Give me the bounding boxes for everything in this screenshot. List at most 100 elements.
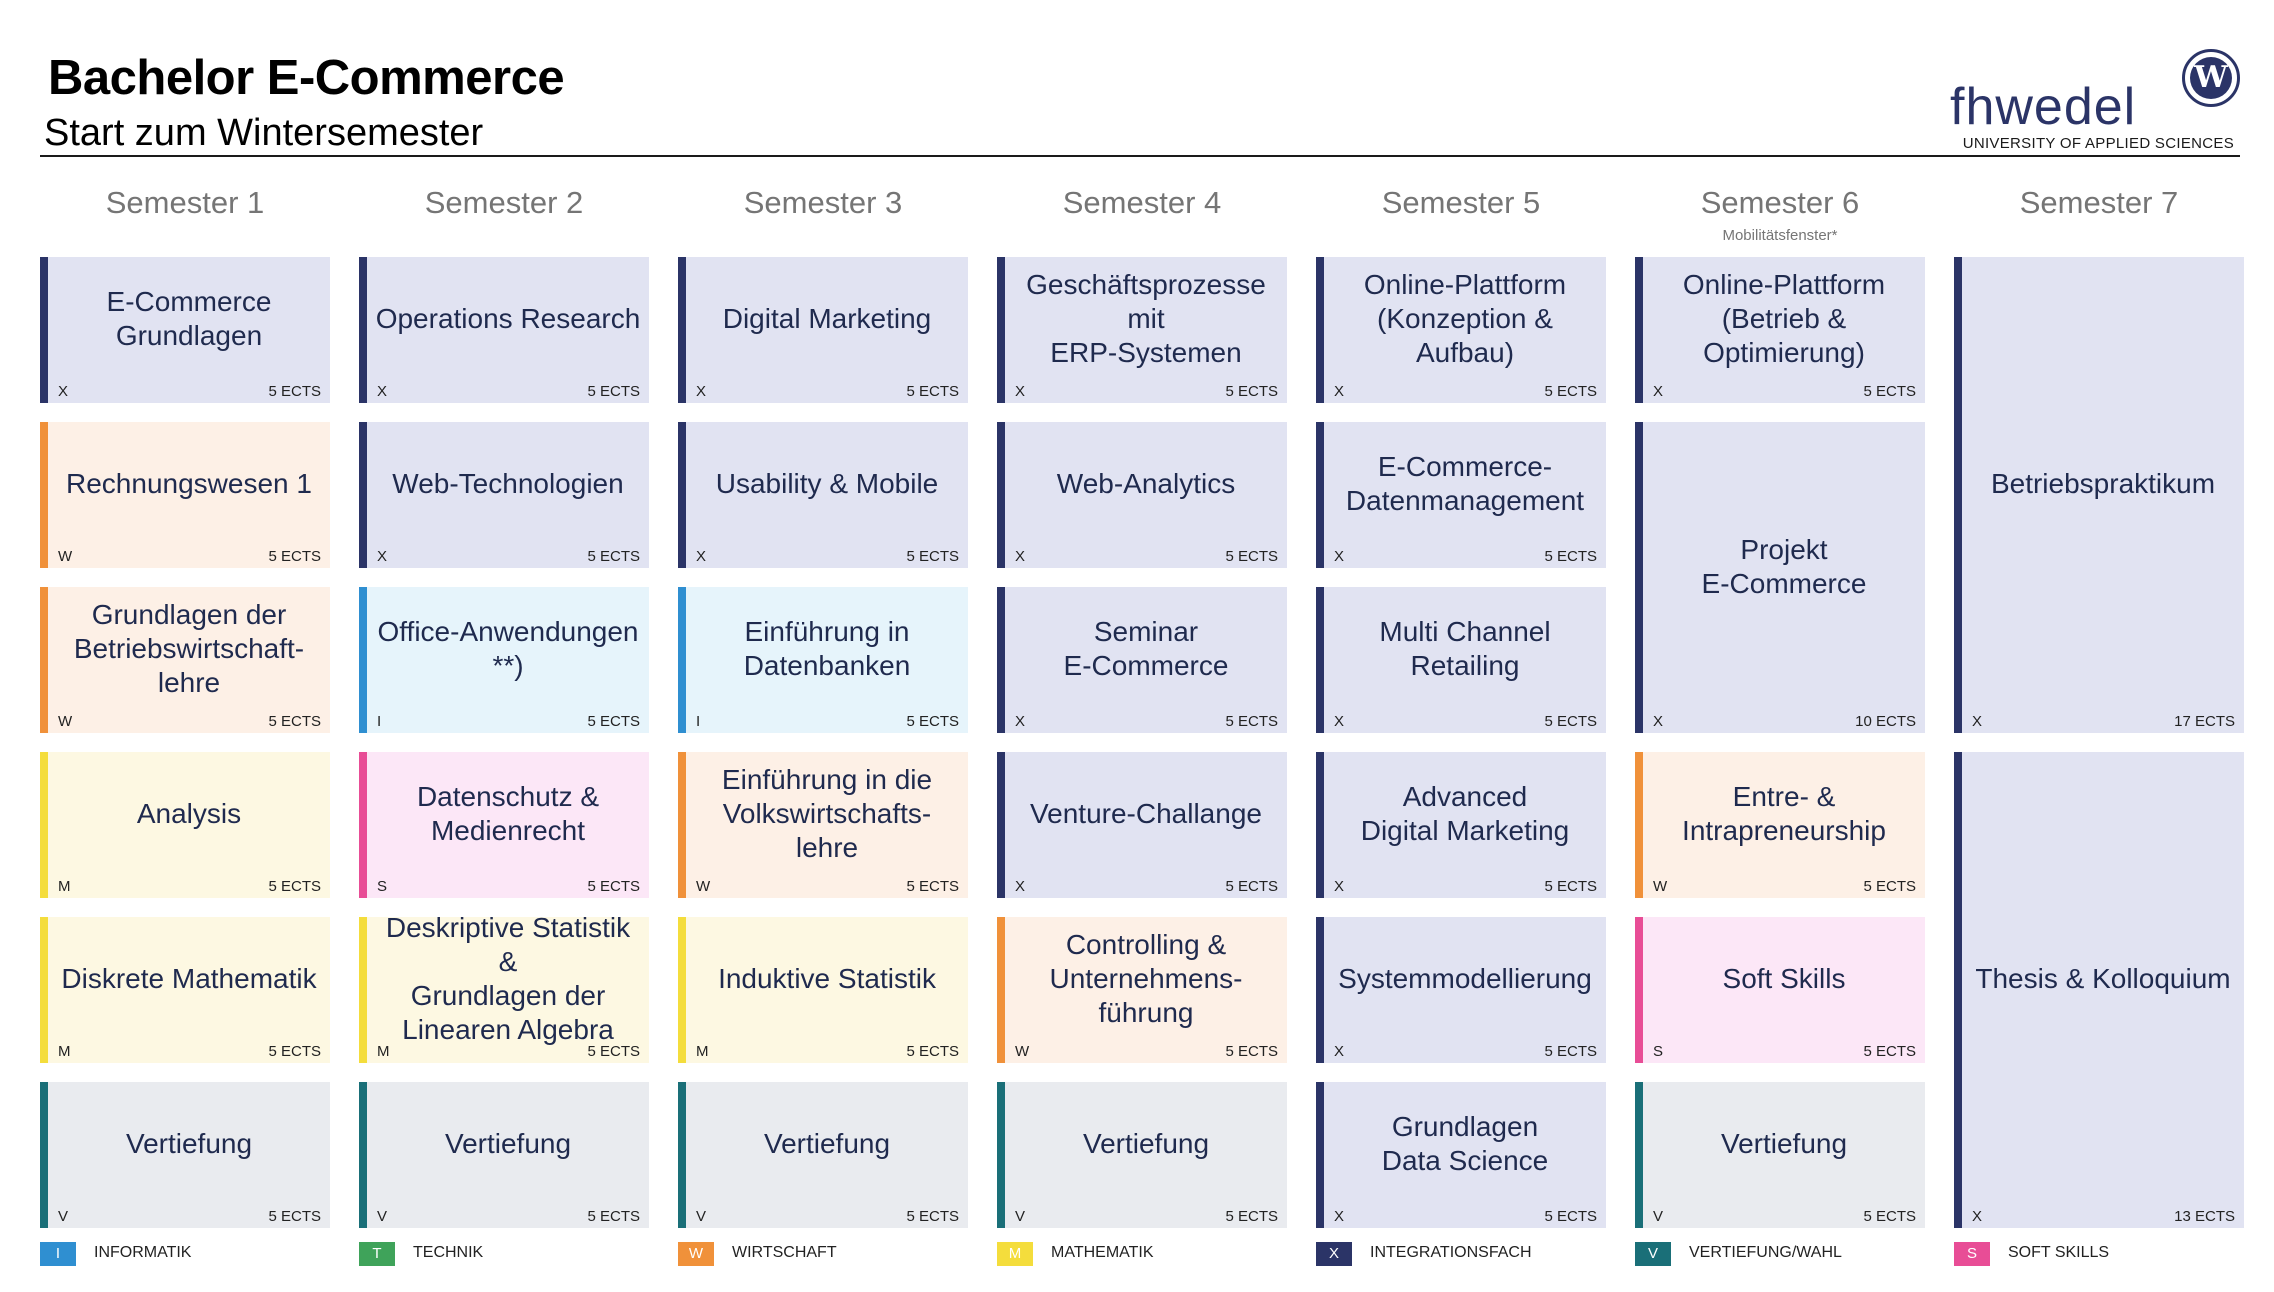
fhwedel-logo: fhwedel W UNIVERSITY OF APPLIED SCIENCES (1950, 45, 2240, 155)
module-title: Thesis & Kolloquium (1975, 963, 2231, 994)
semester-note: Mobilitätsfenster* (1722, 227, 1838, 244)
title-divider (40, 155, 2240, 157)
category-bar (997, 752, 1005, 898)
module-title: Entre- & Intrapreneurship (1682, 781, 1886, 846)
semester-header-1: Semester 1 (105, 185, 265, 220)
module-title: Einführung in Datenbanken (743, 616, 911, 681)
module-category-code: V (58, 1208, 69, 1225)
module-ects: 5 ECTS (906, 1208, 959, 1225)
module-category-code: X (1972, 713, 1983, 730)
module-category-code: X (1334, 1208, 1345, 1225)
module-category-code: W (58, 713, 73, 730)
module-ects: 5 ECTS (906, 1043, 959, 1060)
module-title: Vertiefung (125, 1128, 253, 1159)
module-ects: 5 ECTS (1225, 1043, 1278, 1060)
module-ects: 5 ECTS (1544, 878, 1597, 895)
category-bar (1316, 917, 1324, 1063)
module-title: E-Commerce- Datenmanagement (1345, 451, 1585, 516)
legend-label: WIRTSCHAFT (732, 1244, 837, 1261)
legend-swatch: T (359, 1242, 395, 1266)
page-subtitle: Start zum Wintersemester (44, 112, 484, 154)
module-ects: 5 ECTS (1544, 548, 1597, 565)
module-title: Online-Plattform (Betrieb & Optimierung) (1682, 269, 1886, 368)
module-category-code: M (58, 1043, 71, 1060)
module-title: Diskrete Mathematik (61, 963, 317, 994)
module-title: Systemmodellierung (1338, 963, 1592, 994)
category-bar (40, 422, 48, 568)
category-bar (359, 917, 367, 1063)
module-title: Deskriptive Statistik & Grundlagen der L… (385, 912, 631, 1045)
module-title: E-Commerce Grundlagen (106, 286, 272, 351)
category-bar (997, 917, 1005, 1063)
module-title: Operations Research (375, 303, 641, 334)
legend-label: INTEGRATIONSFACH (1370, 1244, 1532, 1261)
module-title: Vertiefung (1082, 1128, 1210, 1159)
category-bar (997, 1082, 1005, 1228)
module-title: Seminar E-Commerce (1063, 616, 1229, 681)
module-title: Advanced Digital Marketing (1360, 781, 1570, 846)
module-category-code: W (1015, 1043, 1030, 1060)
category-bar (678, 422, 686, 568)
module-ects: 5 ECTS (268, 1043, 321, 1060)
module-title: Venture-Challange (1030, 798, 1262, 829)
category-bar (1954, 257, 1962, 733)
module-ects: 5 ECTS (906, 383, 959, 400)
module-category-code: X (696, 548, 707, 565)
category-bar (1316, 752, 1324, 898)
module-category-code: X (1972, 1208, 1983, 1225)
category-bar (1316, 257, 1324, 403)
legend-label: TECHNIK (413, 1244, 484, 1261)
module-ects: 5 ECTS (1544, 383, 1597, 400)
category-bar (678, 587, 686, 733)
module-ects: 17 ECTS (2174, 713, 2235, 730)
category-bar (1635, 917, 1643, 1063)
module-title: Soft Skills (1722, 963, 1846, 994)
logo-wordmark: fhwedel (1950, 78, 2137, 136)
module-ects: 5 ECTS (1863, 1208, 1916, 1225)
logo-emblem-icon: W (2182, 49, 2240, 107)
module-title: Einführung in die Volkswirtschafts- lehr… (721, 764, 933, 863)
category-bar (359, 587, 367, 733)
category-bar (40, 257, 48, 403)
module-ects: 5 ECTS (1863, 878, 1916, 895)
module-title: Controlling & Unternehmens- führung (1049, 929, 1243, 1028)
page-header: Bachelor E-Commerce Start zum Winterseme… (40, 0, 2240, 160)
legend-swatch: X (1316, 1242, 1352, 1266)
module-category-code: X (1015, 713, 1026, 730)
module-category-code: X (1334, 383, 1345, 400)
module-category-code: X (1334, 1043, 1345, 1060)
module-title: Usability & Mobile (715, 468, 939, 499)
module-category-code: W (58, 548, 73, 565)
semester-header-6: Semester 6 (1700, 185, 1860, 220)
module-ects: 5 ECTS (1225, 548, 1278, 565)
semester-header-5: Semester 5 (1381, 185, 1541, 220)
module-category-code: V (377, 1208, 388, 1225)
module-title: Datenschutz & Medienrecht (416, 781, 600, 846)
category-bar (997, 257, 1005, 403)
category-bar (997, 587, 1005, 733)
module-ects: 5 ECTS (1225, 878, 1278, 895)
module-category-code: X (1015, 548, 1026, 565)
category-bar (678, 917, 686, 1063)
module-category-code: X (1334, 713, 1345, 730)
module-ects: 5 ECTS (1225, 383, 1278, 400)
module-ects: 5 ECTS (1225, 713, 1278, 730)
category-bar (997, 422, 1005, 568)
